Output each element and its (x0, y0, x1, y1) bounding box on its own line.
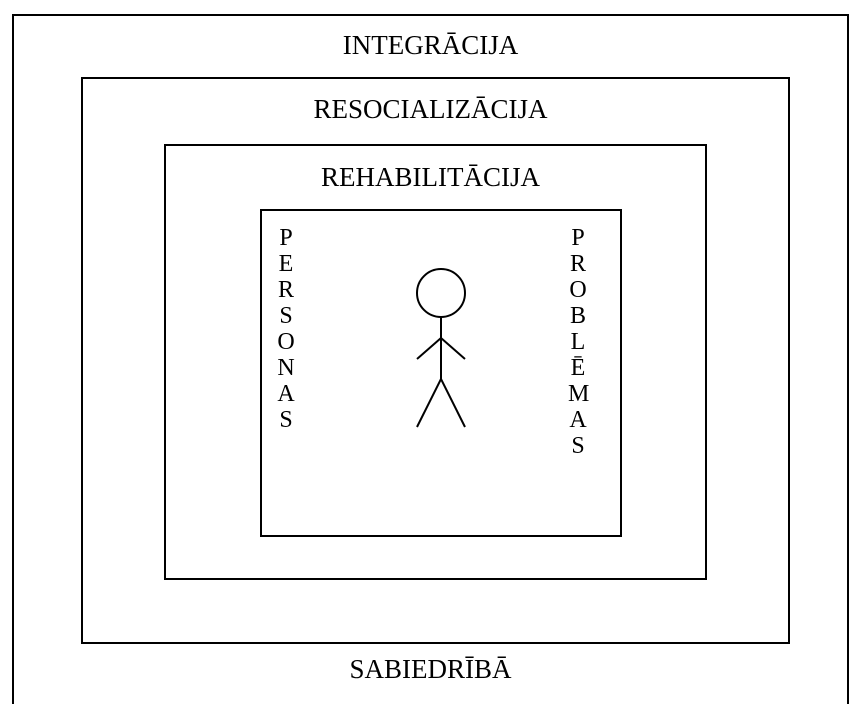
resocialization-box (81, 77, 790, 644)
letter: B (569, 303, 586, 329)
rehabilitation-box (164, 144, 707, 580)
letter: R (277, 277, 294, 303)
problemas-vertical-text: P R O B L Ē M A S (568, 225, 590, 459)
letter: E (278, 251, 294, 277)
letter: A (277, 381, 295, 407)
letter: O (277, 329, 295, 355)
letter: S (279, 303, 293, 329)
rehabilitation-label: REHABILITĀCIJA (321, 162, 540, 192)
personas-vertical-text: P E R S O N A S (276, 225, 296, 433)
letter: S (571, 433, 585, 459)
letter: M (568, 381, 590, 407)
letter: L (570, 329, 586, 355)
stick-figure-icon (416, 268, 466, 428)
letter: N (277, 355, 295, 381)
letter: S (279, 407, 293, 433)
letter: Ē (570, 355, 586, 381)
society-label: SABIEDRĪBĀ (349, 654, 512, 684)
letter: A (569, 407, 587, 433)
integration-label: INTEGRĀCIJA (342, 30, 519, 60)
letter: R (569, 251, 586, 277)
integration-frame (12, 14, 849, 704)
letter: O (569, 277, 587, 303)
person-box (260, 209, 622, 537)
resocialization-label: RESOCIALIZĀCIJA (313, 94, 548, 124)
letter: P (279, 225, 293, 251)
letter: P (571, 225, 585, 251)
